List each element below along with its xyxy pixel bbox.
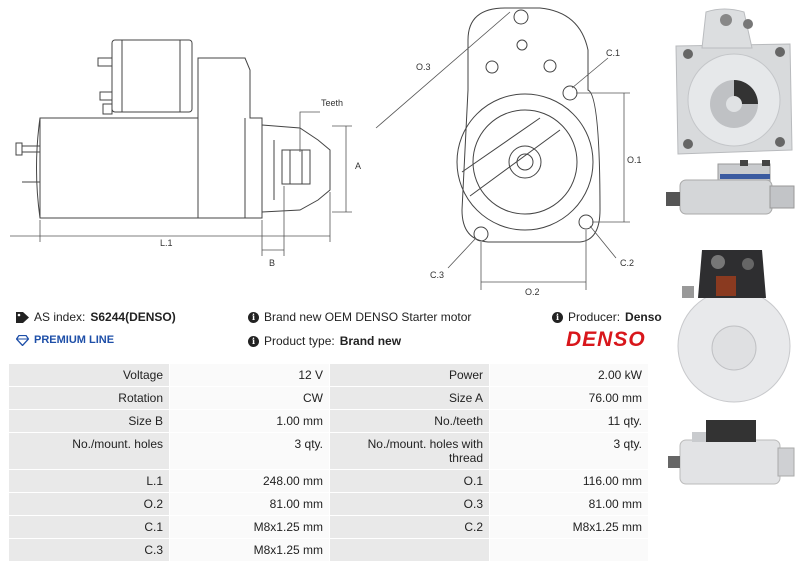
drawing-canvas: Teeth A B L.1 O.1 O.2 O.3 C.1 C.2 C.3 [10,7,642,297]
spec-label: Size A [329,386,490,410]
side-view-dimensions [10,111,352,256]
spec-value: 76.00 mm [489,386,649,410]
label-o2: O.2 [525,287,540,297]
spec-label: No./mount. holes with thread [329,432,490,470]
spec-label: Power [329,363,490,387]
spec-value: 248.00 mm [169,469,330,493]
spec-value: 81.00 mm [489,492,649,516]
spec-value: 116.00 mm [489,469,649,493]
label-c3: C.3 [430,270,444,280]
denso-logo: DENSO [566,328,646,351]
spec-value: 81.00 mm [169,492,330,516]
producer-value: Denso [625,310,662,324]
info-icon: i [248,311,259,323]
label-l1: L.1 [160,238,173,248]
info-icon: i [552,311,563,323]
diamond-icon [16,334,29,346]
product-info: AS index: S6244(DENSO) PREMIUM LINE i Br… [0,300,662,360]
product-type-label: Product type: [264,334,335,348]
label-o3: O.3 [416,62,431,72]
front-view-drawing [456,7,601,243]
product-type-value: Brand new [339,334,402,348]
label-a: A [355,161,361,171]
spec-value: 1.00 mm [169,409,330,433]
info-icon: i [248,335,259,347]
photo-side-bottom [668,420,795,485]
front-view-dimensions [375,11,630,290]
spec-label: Voltage [8,363,170,387]
spec-label: O.3 [329,492,490,516]
label-teeth: Teeth [321,98,343,108]
spec-value: 12 V [169,363,330,387]
spec-value: 3 qty. [489,432,649,470]
spec-label: No./mount. holes [8,432,170,470]
side-view-drawing [15,39,331,219]
as-index: AS index: S6244(DENSO) [16,310,176,324]
spec-value [489,538,649,562]
spec-label: O.1 [329,469,490,493]
as-index-label: AS index: [34,310,86,324]
spec-value: 11 qty. [489,409,649,433]
label-c2: C.2 [620,258,634,268]
photo-front-flange [675,8,793,155]
tag-icon [16,311,29,323]
spec-value: 2.00 kW [489,363,649,387]
premium-line-text: PREMIUM LINE [34,334,115,346]
label-c1: C.1 [606,48,620,58]
spec-label: L.1 [8,469,170,493]
spec-label: Rotation [8,386,170,410]
spec-label [329,538,490,562]
spec-label: C.3 [8,538,170,562]
as-index-value: S6244(DENSO) [90,310,176,324]
label-o1: O.1 [627,155,642,165]
spec-label: C.1 [8,515,170,539]
product-photos [662,0,800,569]
spec-label: Size B [8,409,170,433]
spec-label: No./teeth [329,409,490,433]
description-text: Brand new OEM DENSO Starter motor [264,310,472,324]
spec-value: M8x1.25 mm [489,515,649,539]
photo-rear-solenoid [677,250,791,403]
spec-value: M8x1.25 mm [169,515,330,539]
spec-value: 3 qty. [169,432,330,470]
spec-label: C.2 [329,515,490,539]
description: i Brand new OEM DENSO Starter motor [248,310,471,324]
producer-label: Producer: [568,310,621,324]
producer: i Producer: Denso [552,310,662,324]
spec-value: CW [169,386,330,410]
technical-drawings: Teeth A B L.1 O.1 O.2 O.3 C.1 C.2 C.3 [0,0,660,300]
spec-value: M8x1.25 mm [169,538,330,562]
label-b: B [269,258,275,268]
product-type: i Product type: Brand new [248,334,401,348]
spec-label: O.2 [8,492,170,516]
premium-line-badge: PREMIUM LINE [16,334,114,346]
photo-side-top [666,160,795,215]
